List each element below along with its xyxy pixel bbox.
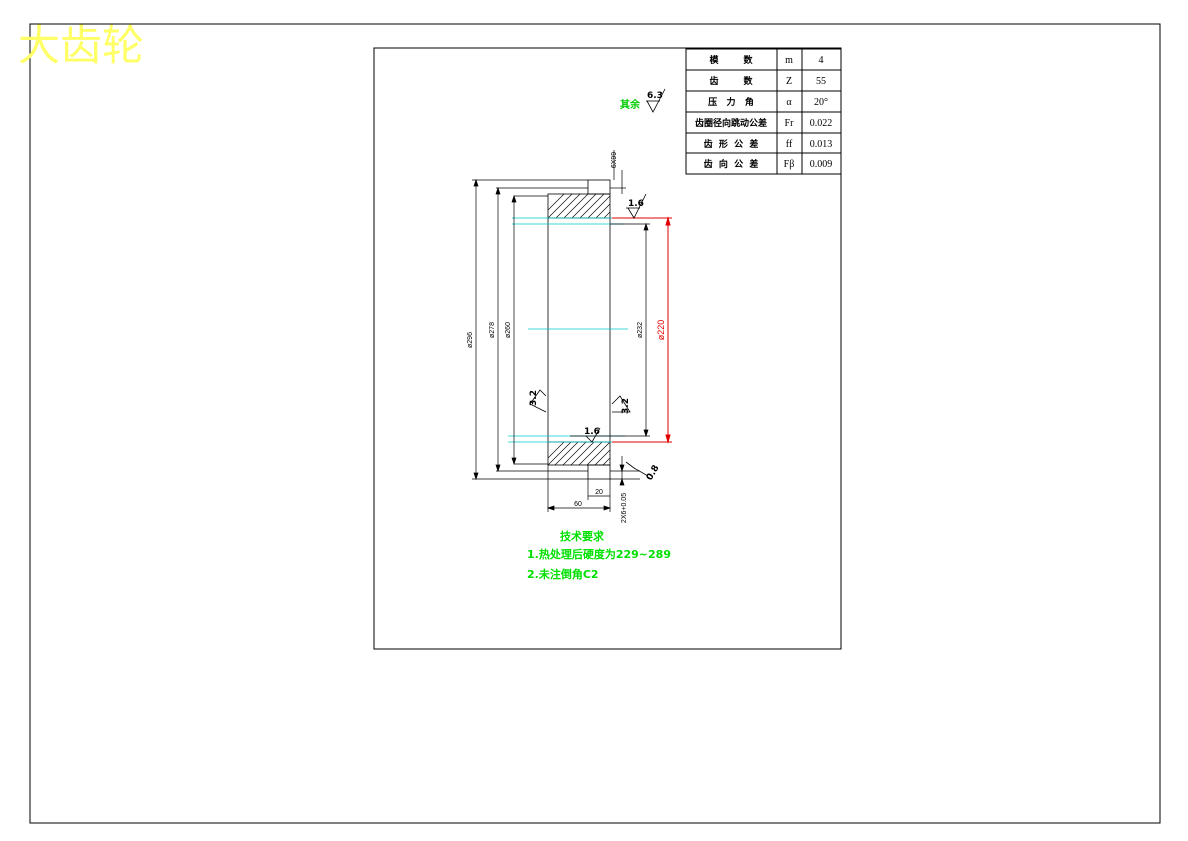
- table-row-value: 55: [816, 76, 826, 87]
- dim-d220: ø220: [656, 320, 666, 341]
- dim-top-small: 6X99: [611, 152, 618, 168]
- table-row-symbol: m: [785, 55, 793, 66]
- roughness-other: 其余 6.3: [620, 88, 666, 113]
- section-hatching: [547, 193, 611, 466]
- table-row-symbol: Fβ: [784, 159, 795, 170]
- dimension-lines-right: [610, 222, 650, 438]
- notes-heading: 技术要求: [560, 529, 605, 543]
- roughness-top: 1.6: [628, 199, 644, 209]
- table-row-symbol: α: [786, 97, 792, 108]
- drawing-frame: [373, 47, 842, 650]
- roughness-left: 3.2: [529, 390, 539, 406]
- width-dims: [546, 465, 612, 512]
- notes-line-2: 2.未注倒角C2: [527, 567, 599, 581]
- outer-frame: [29, 23, 1161, 824]
- parameter-table: 模 数 m 4 齿 数 Z 55 压 力 角 α 20° 齿圈径向跳动公差 Fr…: [685, 48, 842, 175]
- table-row-value: 4: [819, 55, 824, 66]
- roughness-symbols: [529, 193, 649, 477]
- roughness-right: 3.2: [621, 398, 631, 414]
- table-row-name: 模 数: [709, 54, 753, 66]
- dimension-lines-left: [472, 178, 588, 481]
- roughness-keyway: 0.8: [645, 464, 662, 483]
- table-row-name: 齿 向 公 差: [704, 158, 759, 170]
- table-row-name: 齿 形 公 差: [704, 138, 759, 150]
- dim-d296: ø296: [467, 332, 474, 348]
- table-row-value: 0.009: [810, 159, 833, 170]
- dim-d232: ø232: [637, 322, 644, 338]
- roughness-bottom: 1.6: [584, 427, 600, 437]
- keyway-dims: [610, 150, 640, 486]
- dim-d278: ø278: [489, 322, 496, 338]
- roughness-other-label: 其余: [620, 98, 641, 111]
- dim-bottom-small: 2X6+0.05: [621, 493, 628, 523]
- table-row-name: 齿圈径向跳动公差: [695, 117, 767, 129]
- gear-section: [547, 179, 611, 480]
- table-row-value: 0.013: [810, 139, 833, 150]
- table-row-name: 齿 数: [709, 75, 753, 87]
- table-row-symbol: ff: [786, 139, 793, 150]
- drawing-title: 大齿轮: [18, 21, 144, 70]
- dim-width-60: 60: [574, 501, 582, 508]
- center-lines: [508, 217, 628, 443]
- table-row-value: 0.022: [810, 118, 833, 129]
- table-row-name: 压 力 角: [708, 96, 754, 108]
- notes-line-1: 1.热处理后硬度为229~289: [527, 547, 671, 561]
- dim-d260: ø260: [505, 322, 512, 338]
- dim-width-20: 20: [595, 489, 603, 496]
- table-row-value: 20°: [814, 97, 828, 108]
- table-row-symbol: Z: [786, 76, 792, 87]
- dimension-red: [612, 216, 672, 444]
- technical-notes: 技术要求 1.热处理后硬度为229~289 2.未注倒角C2: [527, 529, 671, 581]
- table-row-symbol: Fr: [785, 118, 795, 129]
- roughness-other-value: 6.3: [647, 91, 663, 101]
